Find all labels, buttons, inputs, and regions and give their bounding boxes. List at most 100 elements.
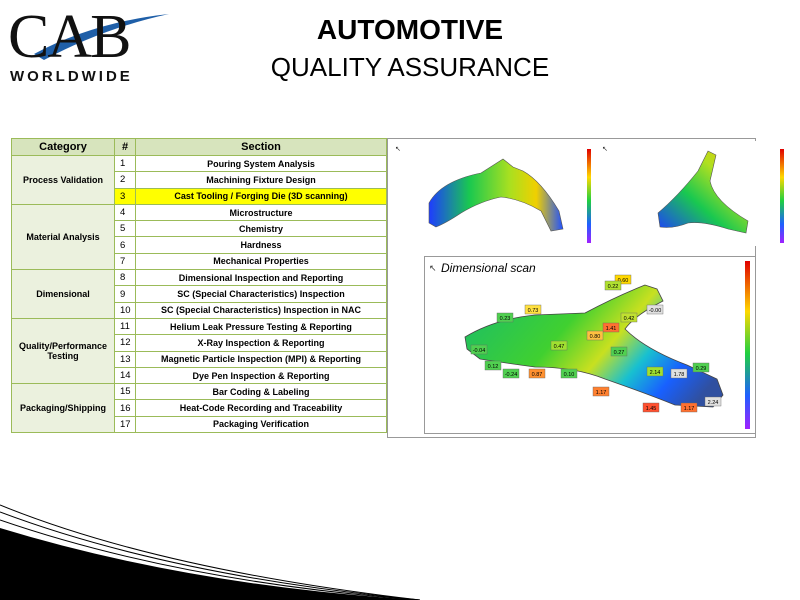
svg-text:↖: ↖ [602, 146, 608, 153]
scan-caption: Dimensional scan [441, 261, 536, 275]
page-subtitle: QUALITY ASSURANCE [270, 52, 550, 82]
table-header-row: Category # Section [11, 138, 387, 156]
category-cell: Material Analysis [11, 203, 115, 271]
scan-value-label: 0.42 [624, 316, 635, 322]
row-number: 7 [114, 252, 136, 271]
scan-value-label: 2.24 [708, 400, 719, 406]
row-section: Pouring System Analysis [135, 154, 387, 173]
row-section: Helium Leak Pressure Testing & Reporting [135, 317, 387, 336]
row-section: SC (Special Characteristics) Inspection … [135, 301, 387, 319]
scan-value-box [586, 330, 604, 341]
scan-value-box [470, 344, 488, 355]
scan-value-box [602, 322, 620, 333]
scan-value-box [610, 346, 628, 357]
scan-value-box [646, 366, 664, 377]
row-section: Heat-Code Recording and Traceability [135, 399, 387, 417]
scan-value-box [604, 280, 622, 291]
row-number: 10 [114, 301, 136, 319]
scan-value-label: 1.78 [674, 372, 685, 378]
row-number: 4 [114, 203, 136, 222]
row-section: SC (Special Characteristics) Inspection [135, 285, 387, 303]
scan-value-box [496, 312, 514, 323]
row-section: Mechanical Properties [135, 252, 387, 271]
scan-value-box [704, 396, 722, 407]
row-section: Cast Tooling / Forging Die (3D scanning) [135, 187, 387, 205]
row-number: 14 [114, 366, 136, 385]
scan-value-label: 0.87 [532, 372, 543, 378]
row-number: 3 [114, 187, 136, 205]
svg-text:↖: ↖ [395, 146, 401, 153]
header-category: Category [11, 138, 115, 156]
scan-value-label: 0.80 [590, 334, 601, 340]
scan-value-label: 1.17 [684, 406, 695, 412]
header-section: Section [135, 138, 387, 156]
scan-value-label: 1.17 [596, 390, 607, 396]
logo-subtext: WORLDWIDE [10, 68, 133, 85]
scan-value-box [692, 362, 710, 373]
row-number: 12 [114, 334, 136, 352]
table-row: 17 Packaging Verification [12, 415, 387, 434]
scan-value-box [646, 304, 664, 315]
scan-value-box [642, 402, 660, 413]
scan-part-graphic: ↖ [602, 146, 784, 243]
scan-value-label: 1.45 [646, 406, 657, 412]
row-section: Packaging Verification [135, 415, 387, 434]
scan-value-box [614, 274, 632, 285]
scan-image-top-left: ↖ [391, 141, 595, 246]
header-number: # [114, 138, 136, 156]
scan-value-label: 0.60 [618, 278, 629, 284]
scan-value-label: 0.23 [500, 316, 511, 322]
row-number: 17 [114, 415, 136, 434]
qa-table: Category # Section Process Validation 1 … [11, 138, 387, 434]
table-row: Dimensional 8 Dimensional Inspection and… [11, 269, 387, 319]
row-number: 6 [114, 236, 136, 254]
scan-value-label: 0.22 [608, 284, 619, 290]
table-row: Quality/Performance Testing 11 Helium Le… [11, 317, 387, 385]
row-section: Machining Fixture Design [135, 171, 387, 189]
scan-value-label: 2.14 [650, 370, 661, 376]
table-row: Packaging/Shipping 15 Bar Coding & Label… [11, 383, 387, 434]
svg-text:↖: ↖ [429, 263, 437, 273]
table-row: Process Validation 1 Pouring System Anal… [11, 154, 387, 205]
scan-value-box [680, 402, 698, 413]
table-row: Material Analysis 4 Microstructure [11, 203, 387, 271]
scan-value-label: 0.29 [696, 366, 707, 372]
row-number: 1 [114, 154, 136, 173]
scan-value-box [592, 386, 610, 397]
decorative-swoosh [0, 500, 420, 600]
category-cell: Packaging/Shipping [11, 383, 115, 434]
row-number: 8 [114, 269, 136, 287]
row-section: Hardness [135, 236, 387, 254]
category-cell: Quality/Performance Testing [11, 317, 115, 385]
scan-value-box [524, 304, 542, 315]
row-number: 9 [114, 285, 136, 303]
row-number: 16 [114, 399, 136, 417]
table-row: 14 Dye Pen Inspection & Reporting [12, 366, 387, 385]
row-number: 15 [114, 383, 136, 401]
row-number: 11 [114, 317, 136, 336]
scan-value-label: 0.27 [614, 350, 625, 356]
table-row: 7 Mechanical Properties [12, 252, 387, 271]
scan-value-label: -0.24 [505, 372, 518, 378]
logo-swoosh-icon [34, 14, 169, 60]
scan-value-box [502, 368, 520, 379]
row-section: X-Ray Inspection & Reporting [135, 334, 387, 352]
scan-value-label: 0.10 [564, 372, 575, 378]
row-number: 13 [114, 350, 136, 368]
row-number: 2 [114, 171, 136, 189]
row-section: Bar Coding & Labeling [135, 383, 387, 401]
scan-value-label: 1.41 [606, 326, 617, 332]
scan-value-label: 0.73 [528, 308, 539, 314]
scan-value-box [560, 368, 578, 379]
row-section: Chemistry [135, 220, 387, 238]
page-title: AUTOMOTIVE [316, 14, 504, 45]
category-cell: Process Validation [11, 155, 115, 205]
scan-value-box [528, 368, 546, 379]
scan-image-top-right: ↖ [598, 141, 787, 246]
scan-value-label: 0.12 [488, 364, 499, 370]
scan-value-label: -0.00 [649, 308, 662, 314]
category-cell: Dimensional [11, 269, 115, 319]
row-section: Microstructure [135, 203, 387, 222]
